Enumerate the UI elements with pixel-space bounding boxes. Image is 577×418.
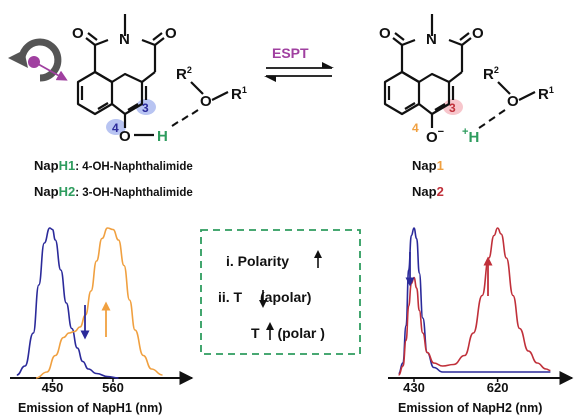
- nap-h-plus-atom: +H: [462, 126, 479, 146]
- condition-polarity: i. Polarity: [226, 253, 289, 269]
- nap-anion-molecule: [383, 14, 536, 129]
- conditions-text: i. Polarity ii. T (apolar) T (polar ): [218, 250, 325, 341]
- nap-n-atom: N: [426, 31, 437, 48]
- espt-label: ESPT: [272, 45, 309, 61]
- naph-o-atom-left: O: [72, 25, 84, 42]
- nap-r1-label: R1: [538, 85, 554, 103]
- x-tick-label-1-0: 430: [403, 380, 425, 395]
- nap-o-atom-right: O: [472, 25, 484, 42]
- x-tick-label-1-1: 620: [487, 380, 509, 395]
- naph-position-4: 4: [112, 121, 119, 135]
- naph-r1-label: R1: [231, 85, 247, 103]
- x-axis-label-1: Emission of NapH2 (nm): [398, 401, 542, 415]
- naph-position-3: 3: [142, 101, 149, 115]
- x-tick-label-0-0: 450: [42, 380, 64, 395]
- nap-position-4: 4: [412, 121, 419, 135]
- x-axis-label-0: Emission of NapH1 (nm): [18, 401, 162, 415]
- naph1-name: NapH1: 4-OH-Naphthalimide: [34, 158, 193, 173]
- nap-r2-label: R2: [483, 65, 499, 83]
- nap2-name: Nap2: [412, 184, 444, 199]
- naph-n-atom: N: [119, 31, 130, 48]
- condition-temp-polar: T (polar ): [251, 325, 325, 341]
- spectrum-line-0-0: [16, 227, 119, 379]
- spectrum-line-1-0: [398, 227, 551, 375]
- naph2-name: NapH2: 3-OH-Naphthalimide: [34, 184, 193, 199]
- nap1-name: Nap1: [412, 158, 444, 173]
- condition-temp-apolar: ii. T (apolar): [218, 289, 311, 305]
- naph-oh-o-atom: O: [119, 128, 131, 145]
- nap-solvent-o-atom: O: [507, 93, 519, 110]
- naph-solvent-o-atom: O: [200, 93, 212, 110]
- conditions-box: [200, 229, 361, 355]
- naph-r2-label: R2: [176, 65, 192, 83]
- spectrum-line-0-1: [35, 227, 163, 379]
- light-excitation-icon: [8, 38, 68, 82]
- x-tick-label-0-1: 560: [102, 380, 124, 395]
- naph-o-atom-right: O: [165, 25, 177, 42]
- nap-position-3: 3: [449, 101, 456, 115]
- nap-o-minus-atom: O−: [426, 126, 444, 146]
- naph-pos4-highlight: [106, 119, 126, 135]
- nap-o-atom-left: O: [379, 25, 391, 42]
- espt-equilibrium-arrows: ESPT: [264, 45, 334, 82]
- naph-molecule: [76, 14, 229, 137]
- naph-h-atom: H: [157, 128, 168, 145]
